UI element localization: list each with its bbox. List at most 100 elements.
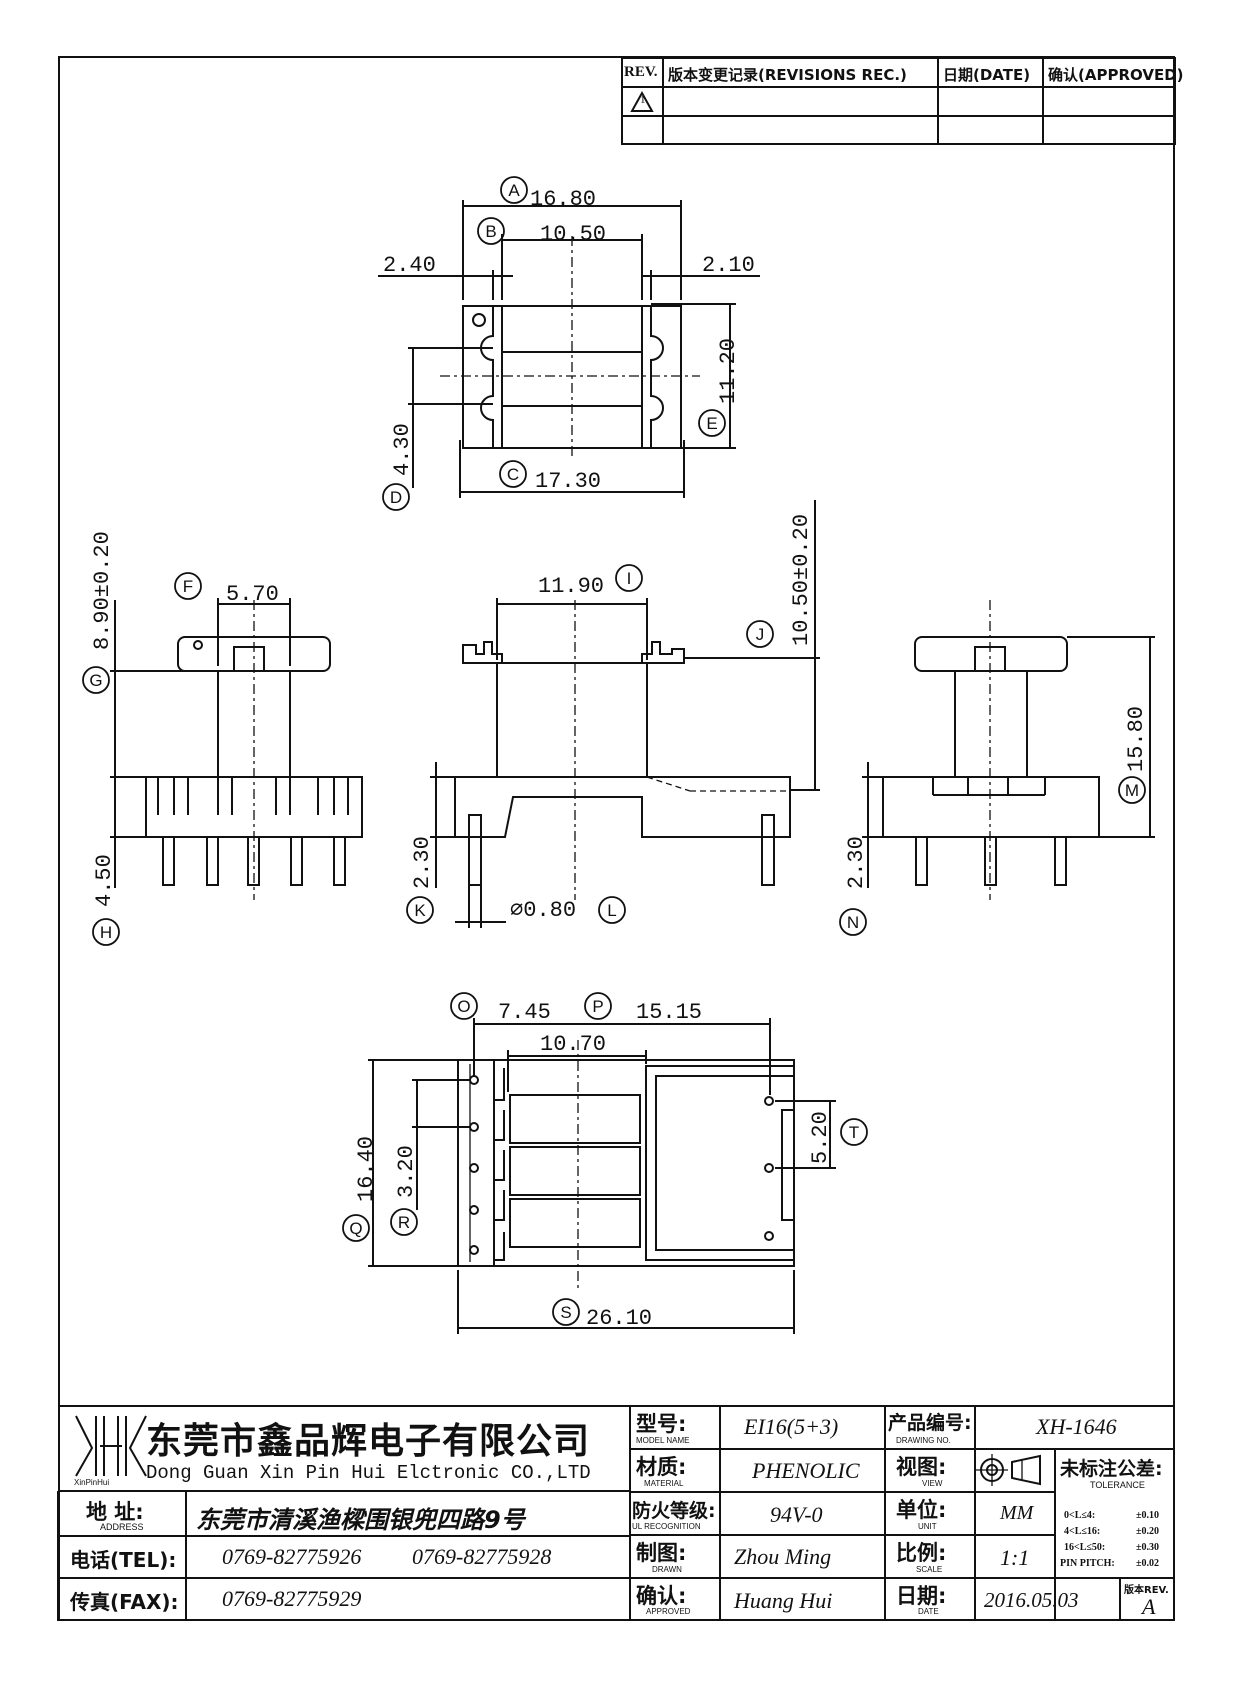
revision-number: 1 (640, 94, 646, 106)
address-sub: ADDRESS (100, 1522, 144, 1532)
top-view-dimensions: A 16.80 B 10.50 2.40 2.10 E 11.20 D 4.30… (382, 176, 755, 511)
tel-label: 电话(TEL): (70, 1548, 177, 1572)
drawn-value: Zhou Ming (734, 1544, 832, 1569)
revision-approved-header: 确认(APPROVED) (1048, 66, 1184, 84)
dim-l: ⌀0.80 (510, 898, 576, 923)
dim-b: 10.50 (540, 222, 606, 247)
front-view-dimensions: 11.90 I J 10.50±0.20 K 2.30 ⌀0.80 L (406, 514, 814, 924)
date-sub: DATE (918, 1607, 939, 1616)
revision-table (621, 57, 1176, 145)
bottom-view (368, 1018, 836, 1334)
left-view (110, 598, 363, 900)
tolerance-sub: TOLERANCE (1090, 1480, 1145, 1490)
scale-sub: SCALE (916, 1565, 943, 1574)
svg-text:G: G (89, 671, 102, 690)
date-label: 日期: (896, 1584, 947, 1608)
model-sub: MODEL NAME (636, 1436, 690, 1445)
rev-label: 版本REV. (1124, 1585, 1169, 1596)
svg-text:E: E (706, 414, 717, 433)
drawing-frame (58, 56, 1175, 1621)
dim-c: 17.30 (535, 469, 601, 494)
svg-text:M: M (1125, 781, 1139, 800)
flame-value: 94V-0 (770, 1502, 823, 1527)
right-view (862, 600, 1155, 900)
company-name-cn: 东莞市鑫品辉电子有限公司 (146, 1421, 591, 1462)
drawing-no-sub: DRAWING NO. (896, 1436, 951, 1445)
approved-sub: APPROVED (646, 1607, 691, 1616)
dim-i: 11.90 (538, 574, 604, 599)
tolerance-value-4: ±0.02 (1136, 1558, 1159, 1569)
svg-text:B: B (485, 222, 496, 241)
dim-s: 26.10 (586, 1306, 652, 1331)
view-sub: VIEW (922, 1479, 943, 1488)
tolerance-value-3: ±0.30 (1136, 1542, 1159, 1553)
tolerance-range-1: 0<L≤4: (1064, 1510, 1096, 1521)
rev-value: A (1142, 1594, 1156, 1619)
front-view (430, 500, 820, 928)
address-label: 地 址: (86, 1500, 144, 1524)
dim-q: 16.40 (354, 1136, 379, 1202)
tolerance-range-2: 4<L≤16: (1064, 1526, 1101, 1537)
material-value: PHENOLIC (752, 1458, 860, 1483)
dim-m: 15.80 (1124, 706, 1149, 772)
svg-text:H: H (100, 923, 112, 942)
tolerance-range-4: PIN PITCH: (1060, 1558, 1115, 1569)
dim-r: 3.20 (394, 1145, 419, 1198)
svg-text:K: K (414, 901, 426, 920)
company-logo-icon (75, 1415, 147, 1477)
model-label: 型号: (636, 1412, 687, 1436)
revision-triangle-icon (630, 90, 654, 112)
dim-t: 5.20 (808, 1111, 833, 1164)
svg-text:N: N (847, 913, 859, 932)
material-sub: MATERIAL (644, 1479, 684, 1488)
dim-right-flange: 2.10 (702, 253, 755, 278)
svg-text:T: T (849, 1123, 859, 1142)
svg-text:F: F (183, 577, 193, 596)
svg-text:O: O (457, 997, 470, 1016)
revision-record-header: 版本变更记录(REVISIONS REC.) (668, 66, 907, 84)
title-block (57, 1405, 1175, 1621)
svg-text:C: C (507, 465, 519, 484)
top-view (378, 200, 760, 498)
dim-a: 16.80 (530, 187, 596, 212)
bottom-view-dimensions: O 7.45 P 15.15 10.70 Q 16.40 R 3.20 T 5.… (342, 992, 868, 1331)
scale-label: 比例: (896, 1541, 947, 1565)
svg-text:I: I (627, 569, 632, 588)
unit-label: 单位: (896, 1498, 947, 1522)
svg-text:A: A (508, 181, 520, 200)
material-label: 材质: (636, 1455, 687, 1479)
svg-text:J: J (756, 625, 765, 644)
tel-value-1: 0769-82775926 (222, 1544, 362, 1569)
view-label: 视图: (896, 1455, 947, 1479)
dim-n: 2.30 (844, 836, 869, 889)
address-value: 东莞市清溪渔樑围银兜四路9号 (196, 1506, 525, 1534)
rev-header: REV. (624, 64, 658, 80)
unit-sub: UNIT (918, 1522, 937, 1531)
flame-label: 防火等级: (632, 1500, 716, 1522)
dim-center: 10.70 (540, 1032, 606, 1057)
unit-value: MM (1000, 1502, 1034, 1524)
dim-p: 15.15 (636, 1000, 702, 1025)
company-name-en: Dong Guan Xin Pin Hui Elctronic CO.,LTD (146, 1462, 591, 1484)
tolerance-value-2: ±0.20 (1136, 1526, 1159, 1537)
dim-h: 4.50 (92, 854, 117, 907)
tolerance-value-1: ±0.10 (1136, 1510, 1159, 1521)
drawing-no-label: 产品编号: (888, 1412, 972, 1434)
dim-j: 10.50±0.20 (789, 514, 814, 646)
svg-text:S: S (560, 1303, 571, 1322)
dim-g: 8.90±0.20 (90, 531, 115, 650)
approved-value: Huang Hui (734, 1588, 833, 1613)
drawn-sub: DRAWN (652, 1565, 682, 1574)
dim-o: 7.45 (498, 1000, 551, 1025)
dim-left-flange: 2.40 (383, 253, 436, 278)
revision-date-header: 日期(DATE) (943, 66, 1031, 84)
right-view-dimensions: M 15.80 N 2.30 (839, 706, 1149, 936)
svg-text:Q: Q (349, 1219, 362, 1238)
svg-text:D: D (390, 488, 402, 507)
dim-e: 11.20 (716, 338, 741, 404)
left-view-dimensions: F 5.70 G 8.90±0.20 H 4.50 (82, 531, 279, 946)
svg-text:L: L (607, 901, 616, 920)
drawing-no-value: XH-1646 (1036, 1414, 1117, 1439)
svg-text:P: P (592, 997, 603, 1016)
date-value: 2016.05.03 (984, 1588, 1079, 1612)
